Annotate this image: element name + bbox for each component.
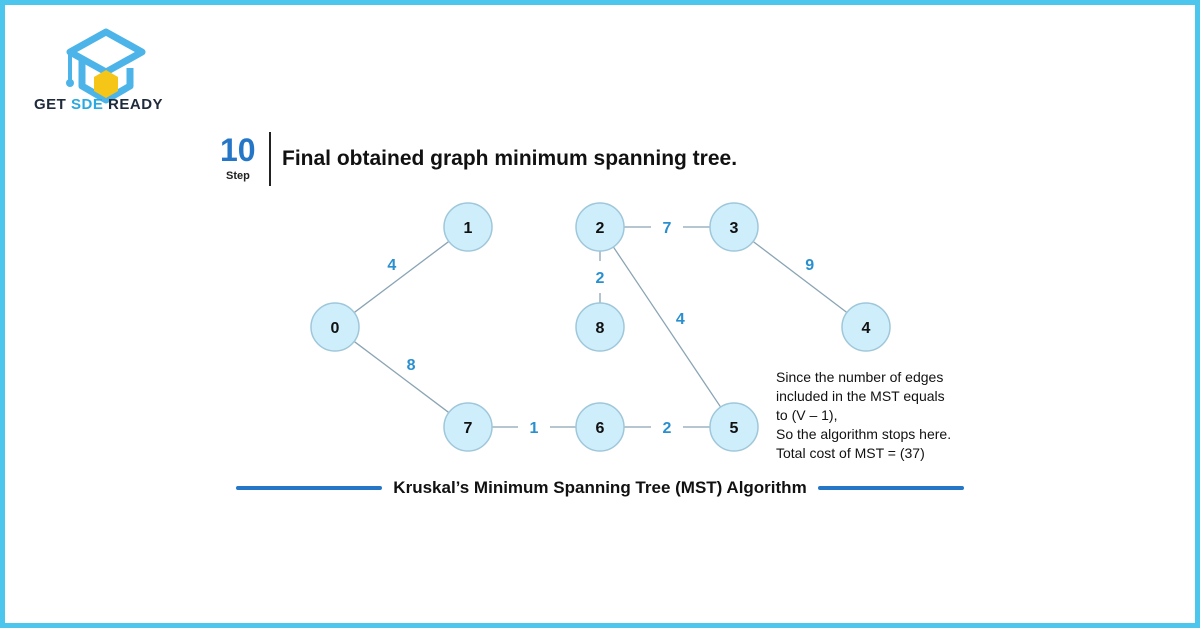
- edge-weight-label: 2: [663, 420, 672, 437]
- edge-weight-label: 4: [387, 257, 396, 274]
- node-label: 8: [596, 320, 605, 337]
- node-label: 1: [464, 220, 473, 237]
- node-6: [575, 402, 625, 452]
- node-label: 2: [596, 220, 605, 237]
- footer-title: Kruskal’s Minimum Spanning Tree (MST) Al…: [393, 478, 807, 497]
- edge-weight-label: 2: [596, 270, 605, 287]
- brand-name: GET SDE READY: [34, 96, 164, 113]
- edge-weight-label: 4: [676, 311, 685, 328]
- note-line: So the algorithm stops here.: [776, 426, 952, 442]
- edge-0-7: [353, 340, 450, 414]
- edge-weight-label: 1: [530, 420, 539, 437]
- step-divider: [269, 132, 271, 186]
- node-label: 0: [331, 320, 340, 337]
- nodes-layer: 0 1 2 3 4 5 6 7 8: [310, 202, 891, 452]
- node-label: 5: [730, 420, 739, 437]
- edge-2-5: [612, 246, 722, 408]
- node-1: [443, 202, 493, 252]
- node-4: [841, 302, 891, 352]
- node-8: [575, 302, 625, 352]
- node-label: 6: [596, 420, 605, 437]
- edge-weight-label: 8: [407, 357, 416, 374]
- node-7: [443, 402, 493, 452]
- footer-line-left: [236, 486, 382, 490]
- node-label: 7: [464, 420, 473, 437]
- node-5: [709, 402, 759, 452]
- node-label: 4: [862, 320, 871, 337]
- note-line: to (V – 1),: [776, 407, 838, 423]
- step-number: 10: [220, 132, 256, 168]
- step-title: Final obtained graph minimum spanning tr…: [282, 147, 738, 170]
- note-line: Total cost of MST = (37): [776, 445, 925, 461]
- node-0: [310, 302, 360, 352]
- edge-0-1: [353, 240, 450, 314]
- note-line: Since the number of edges: [776, 369, 944, 385]
- explanation-note: Since the number of edges included in th…: [776, 368, 1006, 463]
- node-2: [575, 202, 625, 252]
- node-3: [709, 202, 759, 252]
- node-label: 3: [730, 220, 739, 237]
- edge-3-4: [752, 240, 848, 314]
- note-line: included in the MST equals: [776, 388, 945, 404]
- footer-line-right: [818, 486, 964, 490]
- step-label: Step: [226, 170, 250, 182]
- logo-icon: [66, 28, 146, 104]
- edge-weight-label: 9: [805, 257, 814, 274]
- edge-weight-label: 7: [663, 220, 672, 237]
